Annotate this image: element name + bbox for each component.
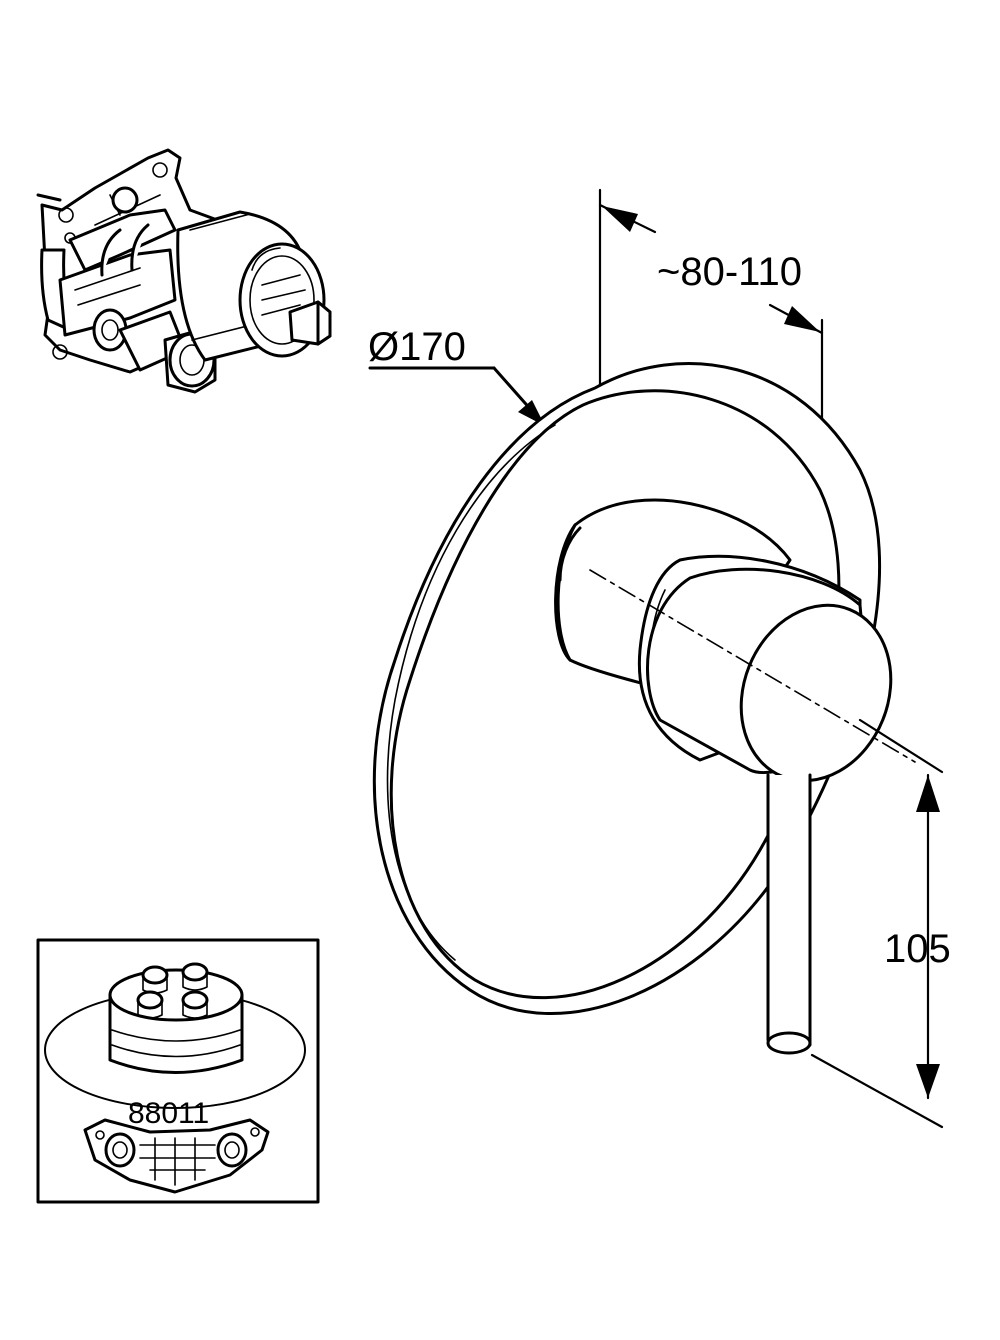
lever-height-dimension: 105 (810, 718, 951, 1129)
part-number-label: 88011 (128, 1097, 209, 1130)
diameter-dimension: Ø170 (368, 325, 545, 426)
concealed-valve-body-illustration (36, 148, 332, 394)
single-lever-mixer-illustration (372, 362, 916, 1055)
depth-label: ~80-110 (657, 250, 802, 294)
diameter-label: Ø170 (368, 325, 466, 369)
universal-body-inset: 88011 (36, 938, 320, 1204)
lever-height-label: 105 (884, 927, 951, 971)
valve-heads (136, 962, 209, 1019)
